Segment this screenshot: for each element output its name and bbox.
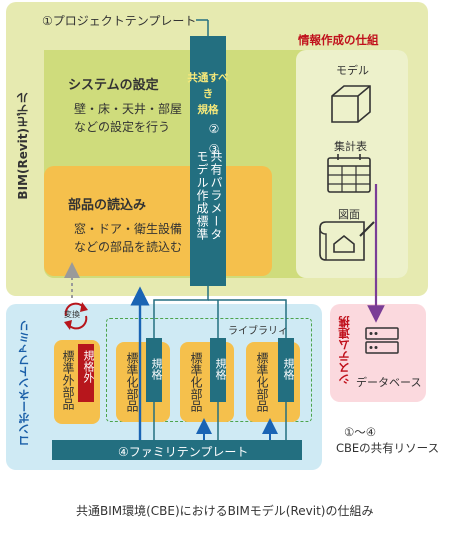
family-template-label: ④ファミリテンプレート [118,445,249,459]
table-icon [327,154,371,193]
std-spec-tab-2 [210,338,226,402]
std-spec-label-3: 規格 [282,358,295,380]
database-label: データベース [356,376,422,389]
system-settings-line2: などの設定を行う [74,120,171,134]
server-icon [365,327,399,354]
info-item-drawing-label: 図面 [338,208,360,221]
system-settings-line1: 壁・床・天井・部屋 [74,102,183,116]
std-spec-tab-3 [278,338,294,402]
system-settings-box [44,50,272,158]
cube-icon [331,85,371,123]
parts-loading-title: 部品の読込み [68,198,147,213]
parts-loading-box [44,166,272,276]
info-item-model-label: モデル [336,64,369,77]
resources-note-line1: ①〜④ [344,425,377,439]
nonstd-spec-tab [78,344,94,402]
shared-parameters-label: 共有パラメータ [209,150,223,241]
std-part-label-1: 標準化部品 [125,352,139,412]
nonstd-part-label: 標準外部品 [61,350,75,410]
convert-label: 変換 [64,310,80,319]
family-template-bar [52,440,302,460]
common-standard-numbers: ② ③ [207,122,221,157]
info-creation-box [296,50,408,278]
std-spec-label-1: 規格 [150,358,163,380]
std-spec-tab-1 [146,338,162,402]
std-part-label-3: 標準化部品 [255,352,269,412]
common-standard-column [190,36,226,286]
common-standard-line2: 規格 [197,104,219,116]
info-title: 情報作成の仕組 [298,33,379,47]
parts-loading-line2: などの部品を読込む [74,240,183,254]
system-settings-title: システムの設定 [68,78,159,93]
project-template-label: ①プロジェクトテンプレート [42,14,197,28]
convert-icon [64,302,88,330]
model-standard-label: モデル作成標準 [195,150,209,241]
resources-note-line2: CBEの共有リソース [336,441,440,455]
drawing-icon [319,221,375,261]
std-spec-label-2: 規格 [214,358,227,380]
parts-loading-line1: 窓・ドア・衛生設備 [74,222,183,236]
nonstd-spec-label: 規格外 [82,350,95,383]
figure-caption: 共通BIM環境(CBE)におけるBIMモデル(Revit)の仕組み [76,504,374,518]
info-item-table-label: 集計表 [334,140,367,153]
std-part-label-2: 標準化部品 [189,352,203,412]
library-label: ライブラリィ [228,326,288,337]
common-standard-line1: 共通すべき [187,72,229,100]
